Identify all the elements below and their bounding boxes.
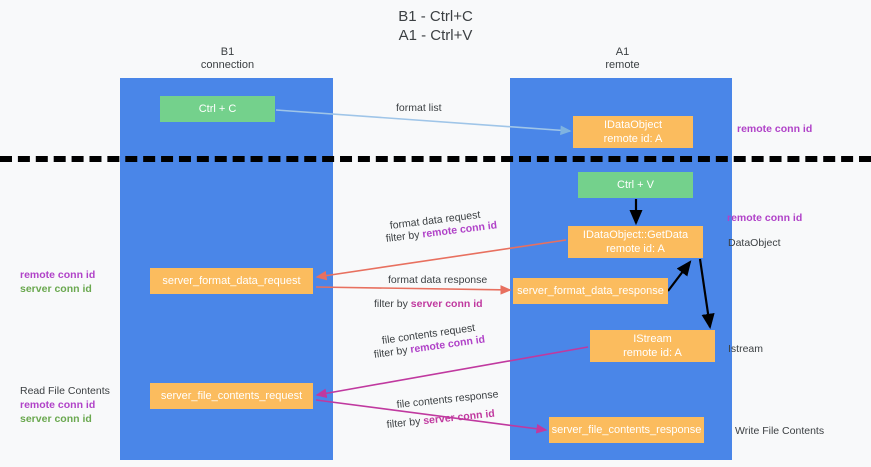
page-title: B1 - Ctrl+C A1 - Ctrl+V xyxy=(0,7,871,45)
annotation-remote-conn-id-top: remote conn id xyxy=(737,122,812,136)
node-server-file-contents-response-label: server_file_contents_response xyxy=(551,424,702,436)
swimlane-b1-header: B1 connection xyxy=(150,46,305,72)
node-ctrl-c-label: Ctrl + C xyxy=(198,103,237,115)
filter-key: server conn id xyxy=(410,298,483,310)
annotation-dataobject: DataObject xyxy=(728,236,781,250)
node-idataobject-top-label: IDataObject xyxy=(603,119,663,131)
annotation-text: Write File Contents xyxy=(735,425,825,437)
title-line-1: B1 - Ctrl+C xyxy=(398,8,473,25)
swimlane-a1-sub: remote xyxy=(605,59,640,71)
section-divider xyxy=(0,156,871,162)
node-server-file-contents-response[interactable]: server_file_contents_response xyxy=(549,417,704,443)
filter-prefix: filter by xyxy=(386,415,424,431)
filter-prefix: filter by xyxy=(374,298,411,310)
node-server-format-data-response[interactable]: server_format_data_response xyxy=(513,278,668,304)
node-server-file-contents-request-label: server_file_contents_request xyxy=(160,390,303,402)
annotation-write-file-contents: Write File Contents xyxy=(735,424,824,438)
node-idataobject-getdata-label: IDataObject::GetData xyxy=(582,229,689,241)
annotation-conn-ids-mid: remote conn id server conn id xyxy=(20,268,95,296)
swimlane-b1-sub: connection xyxy=(200,59,255,71)
node-idataobject-top[interactable]: IDataObject remote id: A xyxy=(573,116,693,148)
node-istream[interactable]: IStream remote id: A xyxy=(590,330,715,362)
annotation-read-file-contents: Read File Contents xyxy=(20,385,110,397)
annotation-istream: Istream xyxy=(728,342,763,356)
filter-key: server conn id xyxy=(422,407,496,428)
annotation-remote-conn-id: remote conn id xyxy=(20,399,96,411)
node-istream-label: IStream xyxy=(633,333,672,345)
node-ctrl-c[interactable]: Ctrl + C xyxy=(160,96,275,122)
annotation-text: DataObject xyxy=(728,237,781,249)
annotation-server-conn-id: server conn id xyxy=(20,413,92,425)
title-line-2: A1 - Ctrl+V xyxy=(398,27,473,44)
edge-label-format-data-response-filter: filter by server conn id xyxy=(374,297,483,311)
annotation-text: remote conn id xyxy=(727,212,803,224)
node-idataobject-getdata[interactable]: IDataObject::GetData remote id: A xyxy=(568,226,703,258)
annotation-text: remote conn id xyxy=(737,123,813,135)
annotation-remote-conn-id: remote conn id xyxy=(20,269,96,281)
node-ctrl-v-label: Ctrl + V xyxy=(617,179,654,191)
filter-prefix: filter by xyxy=(385,228,424,245)
node-server-format-data-response-label: server_format_data_response xyxy=(517,285,664,297)
annotation-remote-conn-id-mid: remote conn id xyxy=(727,211,802,225)
swimlane-b1-name: B1 xyxy=(220,46,235,58)
node-server-format-data-request-label: server_format_data_request xyxy=(162,275,301,287)
swimlane-a1-name: A1 xyxy=(615,46,630,58)
node-idataobject-top-sublabel: remote id: A xyxy=(603,133,663,145)
annotation-text: Istream xyxy=(728,343,764,355)
edge-label-format-data-response: format data response xyxy=(388,274,488,286)
annotation-conn-ids-bottom: Read File Contents remote conn id server… xyxy=(20,384,110,426)
node-idataobject-getdata-sublabel: remote id: A xyxy=(606,243,665,255)
swimlane-a1-header: A1 remote xyxy=(545,46,700,72)
node-ctrl-v[interactable]: Ctrl + V xyxy=(578,172,693,198)
filter-prefix: filter by xyxy=(373,343,412,361)
edge-label-format-list: format list xyxy=(396,102,442,114)
node-server-format-data-request[interactable]: server_format_data_request xyxy=(150,268,313,294)
annotation-server-conn-id: server conn id xyxy=(20,283,92,295)
node-istream-sublabel: remote id: A xyxy=(623,347,682,359)
node-server-file-contents-request[interactable]: server_file_contents_request xyxy=(150,383,313,409)
